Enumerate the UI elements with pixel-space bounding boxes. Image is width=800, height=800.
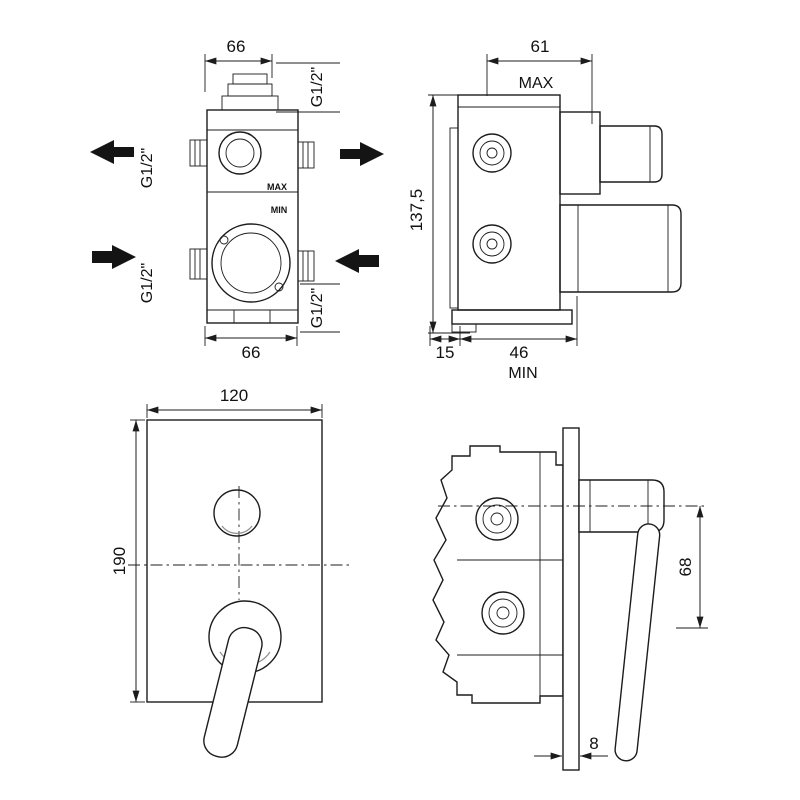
upper-mount-block [559, 111, 601, 195]
dim-width-bottom-label: 66 [242, 343, 261, 362]
view-rough-in-side: 61 MAX 137,5 15 46 MIN [407, 37, 682, 382]
view-rough-in-front: 66 66 G1/2" G1/2" G1/2" G1/2" MAX MIN [90, 37, 384, 362]
dim-handle-offset-label: 68 [676, 558, 695, 577]
handle-lever [203, 626, 263, 758]
back-plate [449, 127, 459, 309]
port-top-right [297, 141, 315, 169]
dim-height-label: 137,5 [407, 189, 426, 232]
label-max: MAX [519, 75, 554, 92]
port-bottom-right [297, 250, 315, 282]
bottom-fitting [233, 309, 271, 324]
flow-arrow-out-left-icon [90, 140, 134, 164]
cartridge-circle [211, 223, 291, 303]
valve-body-outline [206, 109, 299, 324]
handle-lever-side [614, 523, 661, 762]
port-label-top-right: G1/2" [309, 67, 326, 107]
view-assembly-side: 68 8 [432, 427, 708, 771]
dim-plate-width-label: 120 [220, 386, 248, 405]
port-top-left [189, 139, 208, 167]
flow-arrow-in-left-icon [92, 245, 136, 269]
lower-socket [559, 204, 682, 293]
view-trim-plate-front: 120 190 [110, 386, 350, 758]
flow-arrow-out-right-icon [340, 142, 384, 166]
upper-socket [599, 125, 663, 183]
port-label-bottom-right: G1/2" [309, 288, 326, 328]
dim-depth-plate-label: 15 [436, 343, 455, 362]
side-body-outline [457, 94, 561, 311]
mounting-bracket [451, 309, 573, 325]
flow-arrow-in-right-icon [335, 249, 379, 273]
rough-body-side [432, 445, 564, 704]
dim-width-top-label: 66 [227, 37, 246, 56]
port-label-bottom-left: G1/2" [139, 263, 156, 303]
dim-depth-body-label: 46 [510, 343, 529, 362]
top-fitting-cap [232, 73, 268, 85]
diverter-button [213, 489, 261, 537]
label-min: MIN [508, 365, 537, 382]
wall-plate-side [562, 427, 580, 771]
port-label-top-left: G1/2" [139, 148, 156, 188]
label-min-small: MIN [271, 205, 288, 215]
port-bottom-left [189, 248, 208, 280]
dim-plate-height-label: 190 [110, 547, 129, 575]
diverter-port-circle [218, 131, 262, 175]
dim-plate-thickness-label: 8 [589, 734, 598, 753]
dim-depth-top-label: 61 [531, 37, 550, 56]
label-max-small: MAX [267, 182, 287, 192]
